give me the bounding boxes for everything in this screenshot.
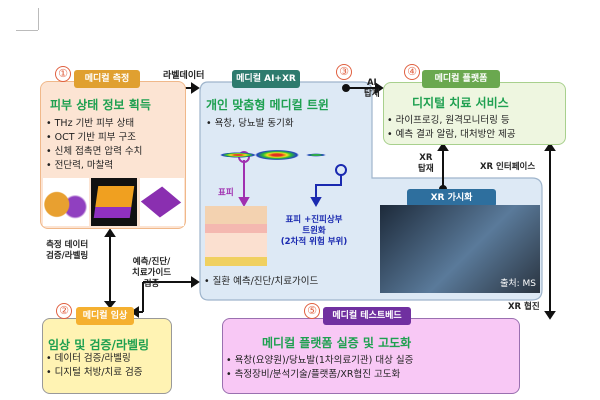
list-item: 예측 결과 알람, 대처방안 제공 xyxy=(387,128,516,142)
pressure-map-image xyxy=(43,178,89,226)
xr-interface-label: XR 인터페이스 xyxy=(480,162,536,172)
testbed-tag: 메디컬 테스트베드 xyxy=(323,307,411,325)
list-item: 욕창, 당뇨발 동기화 xyxy=(206,117,294,131)
testbed-title: 메디컬 플랫폼 실증 및 고도화 xyxy=(262,336,412,350)
ai-xr-title: 개인 맞춤형 메디컬 트윈 xyxy=(206,98,329,112)
list-item: 신체 접촉면 압력 수치 xyxy=(46,145,143,159)
corner-mark xyxy=(16,30,38,31)
clinical-list: 데이터 검증/라벨링 디지털 처방/치료 검증 xyxy=(46,352,143,380)
list-item: OCT 기반 피부 구조 xyxy=(46,131,142,145)
list-item: 디지털 처방/치료 검증 xyxy=(46,366,143,380)
measure-list: THz 기반 피부 상태 OCT 기반 피부 구조 신체 접촉면 압력 수치 전… xyxy=(46,117,143,173)
body-heatmap-image xyxy=(212,140,342,170)
corner-mark xyxy=(38,8,39,30)
list-item: 욕창(요양원)/당뇨발(1차의료기관) 대상 실증 xyxy=(226,354,414,368)
label-data-arrow-label: 라벨데이터 xyxy=(163,71,205,81)
clinical-tag: 메디컬 임상 xyxy=(76,307,134,325)
skin-cross-section-image xyxy=(205,206,267,266)
xr-collab-label: XR 협진 xyxy=(508,302,540,312)
list-item: THz 기반 피부 상태 xyxy=(46,117,142,131)
clinical-title: 임상 및 검증/라벨링 xyxy=(48,338,150,352)
skin-3d-image xyxy=(91,178,137,226)
xr-photo-image: 출처: MS xyxy=(380,205,540,293)
ai-mount-label: AI 탑재 xyxy=(364,78,380,99)
platform-tag: 메디컬 플랫폼 xyxy=(422,70,500,88)
epidermis-label: 표피 xyxy=(218,188,234,198)
step-number: ② xyxy=(56,303,72,319)
step-number: ⑤ xyxy=(304,303,320,319)
dermis-twin-label: 표피 +진피상부 트윈화 (2차적 위험 부위) xyxy=(280,215,348,247)
list-item: 질환 예측/진단/치료가이드 xyxy=(204,275,319,289)
measure-verify-label: 측정 데이터 검증/라벨링 xyxy=(46,240,89,261)
list-item: 측정장비/분석기술/플랫폼/XR협진 고도화 xyxy=(226,368,413,382)
testbed-list: 욕창(요양원)/당뇨발(1차의료기관) 대상 실증 측정장비/분석기술/플랫폼/… xyxy=(226,354,414,382)
step-number: ③ xyxy=(336,64,352,80)
list-item: 라이프로깅, 원격모니터링 등 xyxy=(387,114,516,128)
step-number: ① xyxy=(55,66,71,82)
step-number: ④ xyxy=(404,64,420,80)
surface-plot-image xyxy=(140,178,184,226)
predict-verify-label: 예측/진단/ 치료가이드 검증 xyxy=(132,257,172,289)
ai-xr-tag: 메디컬 AI+XR xyxy=(232,70,300,88)
ai-xr-list: 욕창, 당뇨발 동기화 xyxy=(206,117,294,131)
platform-list: 라이프로깅, 원격모니터링 등 예측 결과 알람, 대처방안 제공 xyxy=(387,114,516,142)
measure-tag: 메디컬 측정 xyxy=(74,70,140,88)
xr-visualization-tag: XR 가시화 xyxy=(407,189,496,207)
measure-title: 피부 상태 정보 획득 xyxy=(50,98,151,112)
xr-mount-label: XR 탑재 xyxy=(418,153,434,174)
list-item: 전단력, 마찰력 xyxy=(46,159,142,173)
list-item: 데이터 검증/라벨링 xyxy=(46,352,143,366)
photo-credit: 출처: MS xyxy=(500,279,536,289)
platform-title: 디지털 치료 서비스 xyxy=(412,96,509,110)
ai-xr-bottom-list: 질환 예측/진단/치료가이드 xyxy=(204,275,319,289)
